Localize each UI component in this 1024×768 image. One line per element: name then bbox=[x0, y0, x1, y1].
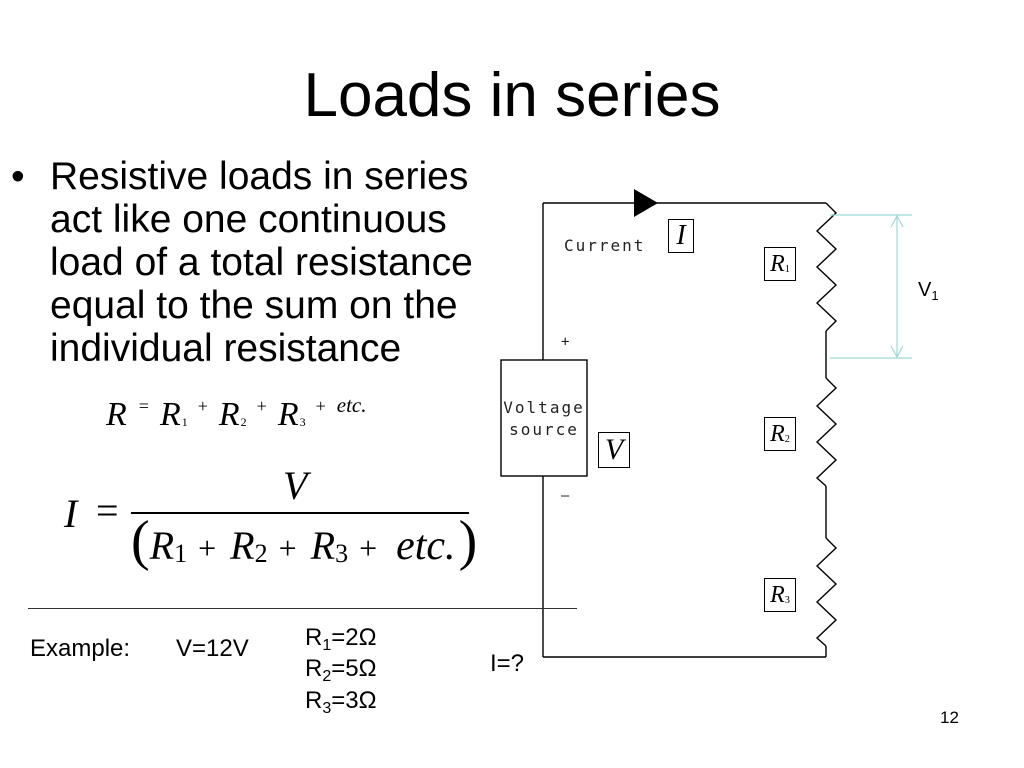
current-formula-lhs: I bbox=[64, 491, 78, 536]
resistor-label-base: R bbox=[770, 582, 785, 608]
open-paren: ( bbox=[131, 510, 150, 572]
formula-term-base: R bbox=[230, 523, 255, 568]
formula-term-base: R bbox=[159, 396, 181, 433]
formula-term-base: R bbox=[218, 396, 240, 433]
measure-arrowhead-bottom bbox=[890, 345, 904, 359]
plus-sign: + bbox=[315, 396, 326, 416]
slide-title: Loads in series bbox=[303, 61, 721, 130]
plus-sign: + bbox=[197, 396, 208, 416]
formula-term-subscript: 1 bbox=[181, 415, 188, 429]
resistor-r3-zigzag bbox=[815, 537, 838, 647]
example-resistor-base: R bbox=[305, 687, 323, 714]
bullet-line: individual resistance bbox=[50, 327, 402, 370]
resistor-label-subscript: 1 bbox=[784, 264, 790, 275]
close-paren: ) bbox=[458, 510, 478, 572]
formula-lhs: R bbox=[106, 396, 127, 433]
fraction-bar bbox=[131, 512, 469, 514]
formula-term-base: R bbox=[277, 396, 299, 433]
positive-terminal-sign: + bbox=[561, 334, 572, 350]
formula-term-subscript: 1 bbox=[174, 539, 188, 568]
formula-tail: etc. bbox=[336, 393, 367, 417]
resistor-label-base: R bbox=[770, 421, 785, 447]
example-resistor-subscript: 1 bbox=[322, 637, 332, 654]
example-label: Example: bbox=[30, 635, 131, 662]
voltage-drop-base: V bbox=[918, 279, 932, 301]
current-symbol: I bbox=[676, 220, 686, 251]
plus-sign: + bbox=[198, 530, 217, 566]
resistor-label-base: R bbox=[770, 251, 785, 277]
voltage-source-box bbox=[500, 359, 588, 477]
example-divider bbox=[28, 608, 577, 609]
example-unknown-current: I=? bbox=[490, 650, 525, 677]
formula-term-base: R bbox=[310, 523, 336, 568]
example-resistor: R2=5Ω bbox=[305, 655, 377, 686]
formula-term-subscript: 3 bbox=[299, 415, 306, 429]
source-symbol: V bbox=[604, 433, 624, 466]
example-voltage: V=12V bbox=[176, 635, 249, 662]
formula-tail: etc. bbox=[396, 523, 456, 569]
bullet-marker: • bbox=[11, 155, 25, 198]
example-resistor-value: =2Ω bbox=[331, 624, 377, 651]
example-resistor-subscript: 3 bbox=[322, 700, 332, 717]
voltage-drop-label: V1 bbox=[918, 278, 939, 304]
example-resistor-base: R bbox=[305, 655, 323, 682]
voltage-drop-subscript: 1 bbox=[931, 288, 939, 303]
current-formula-numerator: V bbox=[283, 463, 308, 508]
formula-term-subscript: 2 bbox=[254, 539, 268, 568]
voltage-source-label: Voltage source bbox=[501, 397, 587, 441]
bullet-line: equal to the sum on the bbox=[50, 284, 458, 327]
example-resistor-subscript: 2 bbox=[322, 668, 332, 685]
plus-sign: + bbox=[359, 530, 378, 566]
plus-sign: + bbox=[256, 396, 267, 416]
equals-sign: = bbox=[138, 396, 149, 416]
resistor-r2-zigzag bbox=[815, 377, 838, 487]
total-resistance-formula: R = R 1 + R 2 + R 3 + etc. bbox=[106, 393, 366, 441]
page-number: 12 bbox=[940, 708, 959, 727]
voltage-source-label-line: source bbox=[509, 420, 579, 439]
example-resistor: R1=2Ω bbox=[305, 624, 377, 655]
negative-terminal-sign: – bbox=[561, 488, 572, 504]
current-formula-equals: = bbox=[96, 488, 119, 533]
plus-sign: + bbox=[278, 530, 297, 566]
bullet-line: Resistive loads in series bbox=[50, 155, 469, 198]
formula-term-base: R bbox=[149, 523, 175, 568]
example-resistor: R3=3Ω bbox=[305, 687, 377, 718]
bullet-line: act like one continuous bbox=[50, 198, 447, 241]
voltage-source-label-line: Voltage bbox=[503, 398, 585, 417]
measure-arrowhead-top bbox=[890, 214, 904, 228]
current-direction-arrow bbox=[634, 189, 658, 217]
formula-term-subscript: 3 bbox=[335, 539, 349, 568]
example-resistor-value: =3Ω bbox=[331, 687, 377, 714]
current-symbol-box: I bbox=[668, 219, 694, 253]
example-resistor-base: R bbox=[305, 624, 323, 651]
resistor-r1-zigzag bbox=[815, 202, 838, 332]
bullet-text: Resistive loads in series act like one c… bbox=[50, 155, 473, 370]
resistor-label-subscript: 2 bbox=[784, 434, 790, 445]
formula-term-subscript: 2 bbox=[240, 415, 247, 429]
bullet-line: load of a total resistance bbox=[50, 241, 473, 284]
current-formula-denominator: ( R 1 + R 2 + R 3 + etc. ) bbox=[131, 510, 478, 572]
example-resistor-value: =5Ω bbox=[331, 655, 377, 682]
current-label: Current bbox=[564, 236, 646, 255]
source-symbol-box: V bbox=[598, 432, 630, 468]
resistor-label-subscript: 3 bbox=[784, 595, 790, 606]
